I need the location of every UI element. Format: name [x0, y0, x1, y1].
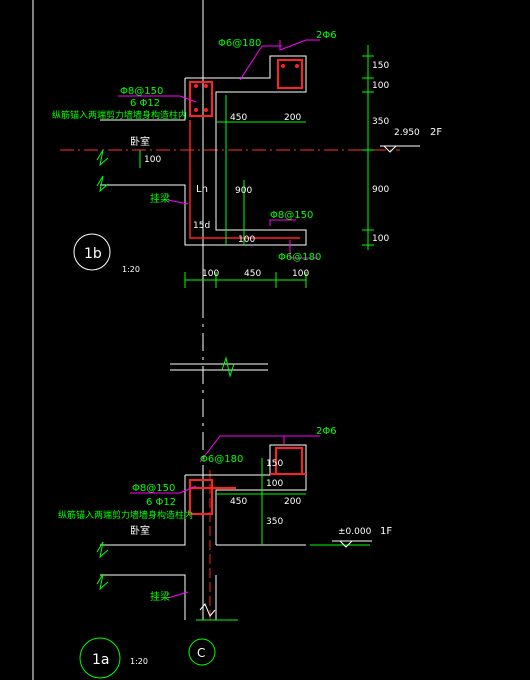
- break-symbol: [96, 175, 109, 193]
- leader-stirrup-lower: [199, 435, 285, 463]
- leader-stirrup: [239, 45, 282, 81]
- leader-2phi6: [279, 39, 320, 51]
- lower-scale-label: 1:20: [130, 657, 148, 666]
- grid-axis-bubble[interactable]: [188, 638, 216, 666]
- lower-dim-350: 350: [266, 517, 283, 527]
- rebar-dot: [194, 84, 198, 88]
- rebar-dot: [204, 84, 208, 88]
- leader-phi8-lower: [130, 485, 197, 494]
- longitudinal-bar-spec: 6 Φ12: [130, 98, 160, 109]
- lower-floor-label: 1F: [380, 526, 392, 537]
- lower-anchorage-note: 纵筋锚入两端剪力墙墙身构造柱内: [58, 509, 193, 521]
- rebar-dot: [281, 64, 285, 68]
- floor-label: 2F: [430, 127, 442, 138]
- break-zigzag: [221, 356, 235, 378]
- level-value: 2.950: [394, 128, 420, 138]
- lower-bar-spec-2phi6: 2Φ6: [316, 426, 337, 437]
- rebar-dot: [204, 108, 208, 112]
- hanging-beam-outline: [100, 178, 307, 246]
- bar-spec-2phi6: 2Φ6: [316, 30, 337, 41]
- rebar-dot: [295, 64, 299, 68]
- lower-level-value: ±0.000: [338, 527, 372, 537]
- lower-stirrup-spec: Φ6@180: [200, 454, 243, 465]
- break-symbol: [96, 149, 109, 167]
- right-dim-150: 150: [372, 61, 389, 71]
- section-marker-circle-lower: [79, 637, 121, 679]
- dim-450: 450: [230, 113, 247, 123]
- leader-beam-label-lower: [167, 591, 189, 599]
- leader-phi8: [118, 95, 197, 103]
- leader-beam-label: [167, 199, 189, 205]
- beam-bar-spec: Φ8@150: [120, 86, 163, 97]
- beam-label: 挂梁: [150, 192, 170, 205]
- right-dim-100: 100: [372, 81, 389, 91]
- right-dim-900: 900: [372, 185, 389, 195]
- lower-room-label: 卧室: [130, 524, 150, 537]
- lower-section-id: 1a: [92, 652, 110, 668]
- leader-lower-phi6: [289, 240, 318, 259]
- grid-axis-label: C: [197, 646, 205, 660]
- dim-200: 200: [284, 113, 301, 123]
- hanging-beam-rebar: [189, 120, 300, 239]
- lower-longitudinal-bar: 6 Φ12: [146, 497, 176, 508]
- dim-bottom-100-left: 100: [202, 269, 219, 279]
- lower-stirrup-spec: Φ6@180: [278, 252, 321, 263]
- foundation-outline: [100, 574, 186, 620]
- leader-lower-phi8: [269, 219, 296, 226]
- dim-15d: 15d: [193, 221, 210, 231]
- break-line-middle: [170, 300, 268, 470]
- lower-beam-label: 挂梁: [150, 590, 170, 603]
- dim-100-left: 100: [144, 155, 161, 165]
- stirrup-spec-label: Φ6@180: [218, 38, 261, 49]
- dim-bottom-450: 450: [244, 269, 261, 279]
- dim-900: 900: [235, 186, 252, 196]
- lower-bar-spec: Φ8@150: [270, 210, 313, 221]
- slab-outline-left: [100, 78, 186, 121]
- scale-label: 1:20: [122, 265, 140, 274]
- upper-beam-rebar: [277, 59, 303, 89]
- break-symbol-axis: [199, 603, 216, 617]
- upper-detail: Φ6@180 2Φ6 Φ8@150 6 Φ12 纵筋锚入两端剪力墙墙身构造柱内 …: [52, 0, 442, 300]
- dim-100-vertical: 100: [238, 235, 255, 245]
- section-marker-circle: [73, 233, 111, 271]
- lower-beam-bar-spec: Φ8@150: [132, 483, 175, 494]
- break-symbol: [96, 573, 109, 591]
- beam-outline-top: [185, 55, 307, 178]
- dim-bottom-100-right: 100: [292, 269, 309, 279]
- anchorage-note: 纵筋锚入两端剪力墙墙身构造柱内: [52, 109, 187, 121]
- rebar-dot: [194, 108, 198, 112]
- level-marker-2f: [382, 145, 398, 153]
- right-dim-100-bottom: 100: [372, 234, 389, 244]
- lower-dim-100: 100: [266, 479, 283, 489]
- right-dim-350: 350: [372, 117, 389, 127]
- lower-dim-450: 450: [230, 497, 247, 507]
- break-symbol: [96, 541, 109, 559]
- lower-dim-150: 150: [266, 459, 283, 469]
- slab-outline-lower: [100, 475, 186, 546]
- lower-column-rebar: [189, 479, 213, 515]
- room-label: 卧室: [130, 135, 150, 148]
- lower-detail: Φ6@180 2Φ6 Φ8@150 6 Φ12 纵筋锚入两端剪力墙墙身构造柱内 …: [58, 426, 392, 679]
- column-rebar-cage: [189, 81, 213, 117]
- section-id: 1b: [84, 246, 102, 262]
- ln-label: Ln: [196, 184, 208, 195]
- lower-dim-200: 200: [284, 497, 301, 507]
- level-marker-1f: [338, 540, 354, 548]
